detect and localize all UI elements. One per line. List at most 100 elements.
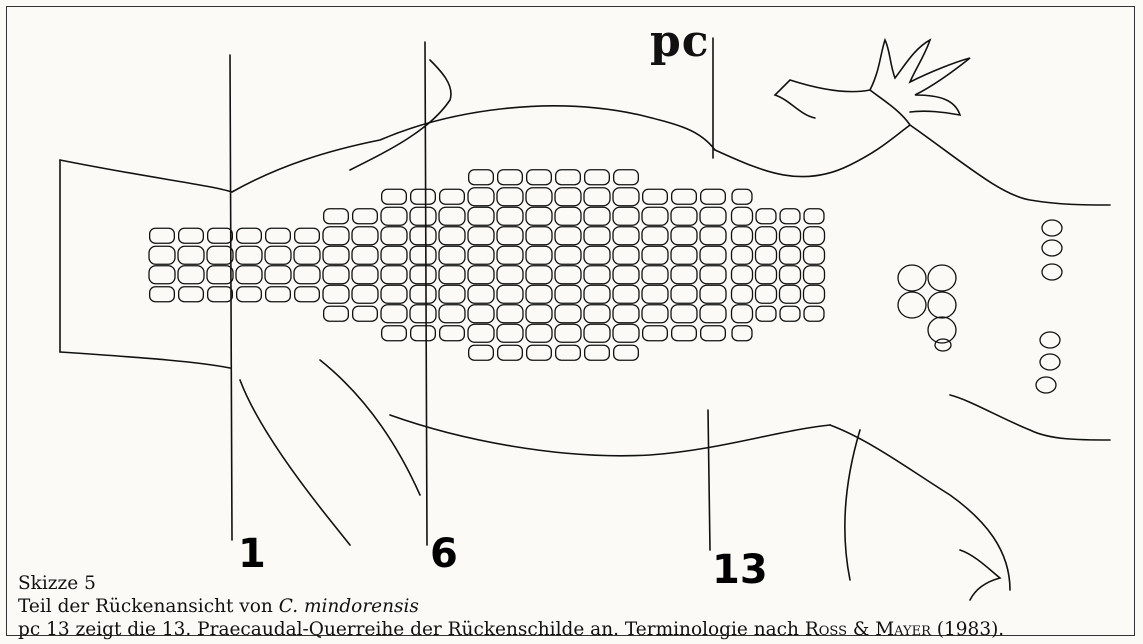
dorsal-scale bbox=[410, 246, 436, 264]
nuchal-scale bbox=[1036, 377, 1056, 393]
dorsal-scale bbox=[700, 285, 726, 303]
dorsal-scale bbox=[700, 227, 726, 245]
dorsal-scale bbox=[468, 305, 494, 323]
dorsal-scale bbox=[439, 207, 465, 225]
dorsal-scale bbox=[526, 188, 552, 206]
dorsal-scale bbox=[701, 326, 726, 341]
hind-leg-left-2 bbox=[320, 360, 420, 495]
dorsal-scale bbox=[382, 326, 407, 341]
dorsal-scale bbox=[756, 266, 777, 284]
dorsal-scale bbox=[381, 246, 407, 264]
dorsal-scale bbox=[642, 227, 668, 245]
nuchal-scales bbox=[898, 220, 1062, 393]
dorsal-scale bbox=[150, 287, 175, 302]
dorsal-scale bbox=[584, 188, 610, 206]
dorsal-scale bbox=[671, 246, 697, 264]
dorsal-scale bbox=[584, 285, 610, 303]
dorsal-scale bbox=[756, 246, 777, 264]
dorsal-scale bbox=[643, 189, 668, 204]
nuchal-scale bbox=[1042, 220, 1062, 236]
dorsal-scale bbox=[555, 285, 581, 303]
dorsal-scale bbox=[613, 305, 639, 323]
nuchal-scale bbox=[935, 339, 951, 351]
dorsal-scale bbox=[780, 209, 800, 224]
dorsal-scale bbox=[613, 227, 639, 245]
dorsal-scale bbox=[295, 228, 320, 243]
caption-line-3-text: pc 13 zeigt die 13. Praecaudal-Querreihe… bbox=[18, 619, 805, 640]
dorsal-scale bbox=[149, 246, 175, 264]
dorsal-scale bbox=[526, 285, 552, 303]
dorsal-scale bbox=[613, 285, 639, 303]
dorsal-scale bbox=[468, 227, 494, 245]
dorsal-scale bbox=[804, 285, 825, 303]
dorsal-scale bbox=[555, 227, 581, 245]
dorsal-scale bbox=[556, 170, 581, 185]
dorsal-scale bbox=[468, 285, 494, 303]
dorsal-scale bbox=[584, 324, 610, 342]
nuchal-scale bbox=[928, 292, 956, 318]
dorsal-scale bbox=[439, 227, 465, 245]
dorsal-scale bbox=[469, 170, 494, 185]
dorsal-scale bbox=[732, 266, 753, 284]
dorsal-scale bbox=[381, 266, 407, 284]
dorsal-scale bbox=[324, 209, 349, 224]
body-outline-lower bbox=[60, 352, 230, 368]
dorsal-scale bbox=[732, 246, 753, 264]
body-outline-upper bbox=[60, 106, 715, 192]
dorsal-scale bbox=[352, 246, 378, 264]
dorsal-scale bbox=[614, 170, 639, 185]
nuchal-scale bbox=[1042, 264, 1062, 280]
dorsal-scale bbox=[643, 326, 668, 341]
dorsal-scale bbox=[642, 305, 668, 323]
dorsal-scale bbox=[497, 188, 523, 206]
dorsal-scale bbox=[410, 266, 436, 284]
dorsal-scale bbox=[468, 266, 494, 284]
dorsal-scale bbox=[497, 266, 523, 284]
dorsal-scale bbox=[178, 246, 204, 264]
nuchal-scale bbox=[928, 265, 956, 291]
dorsal-scale bbox=[294, 266, 320, 284]
dorsal-scale bbox=[613, 246, 639, 264]
species-name: C. mindorensis bbox=[279, 596, 419, 617]
dorsal-scale bbox=[497, 227, 523, 245]
figure-caption: Skizze 5 Teil der Rückenansicht von C. m… bbox=[18, 572, 1004, 641]
dorsal-scale bbox=[469, 345, 494, 360]
nuchal-scale bbox=[1040, 332, 1060, 348]
dorsal-scale bbox=[324, 306, 349, 321]
dorsal-scale bbox=[527, 345, 552, 360]
dorsal-scale bbox=[671, 266, 697, 284]
dorsal-scale bbox=[804, 227, 825, 245]
dorsal-scale bbox=[756, 227, 777, 245]
dorsal-scale bbox=[498, 170, 523, 185]
dorsal-scale bbox=[497, 305, 523, 323]
nuchal-scale bbox=[1042, 240, 1062, 256]
dorsal-scale bbox=[732, 189, 752, 204]
dorsal-scale bbox=[527, 170, 552, 185]
dorsal-scale bbox=[295, 287, 320, 302]
dorsal-scale bbox=[613, 324, 639, 342]
front-hand bbox=[870, 40, 970, 115]
dorsal-scale bbox=[780, 285, 801, 303]
dorsal-scale bbox=[468, 207, 494, 225]
dorsal-scale bbox=[700, 246, 726, 264]
dorsal-scale bbox=[323, 266, 349, 284]
dorsal-scale bbox=[352, 285, 378, 303]
dorsal-scale bbox=[732, 207, 753, 225]
dorsal-scale bbox=[555, 324, 581, 342]
dorsal-scale bbox=[410, 305, 436, 323]
dorsal-scale bbox=[468, 324, 494, 342]
dorsal-scale bbox=[497, 207, 523, 225]
hind-leg-upper-left bbox=[350, 60, 451, 170]
dorsal-scale bbox=[584, 246, 610, 264]
row-label-6: 6 bbox=[430, 534, 458, 574]
dorsal-scale bbox=[642, 266, 668, 284]
dorsal-scale bbox=[780, 266, 801, 284]
caption-line-3: pc 13 zeigt die 13. Praecaudal-Querreihe… bbox=[18, 618, 1004, 641]
dorsal-scale bbox=[497, 246, 523, 264]
dorsal-scale bbox=[498, 345, 523, 360]
year: (1983). bbox=[931, 619, 1004, 640]
dorsal-scale bbox=[410, 285, 436, 303]
pointer-line-6 bbox=[425, 42, 427, 545]
dorsal-scale bbox=[411, 326, 436, 341]
row-label-1: 1 bbox=[238, 534, 266, 574]
